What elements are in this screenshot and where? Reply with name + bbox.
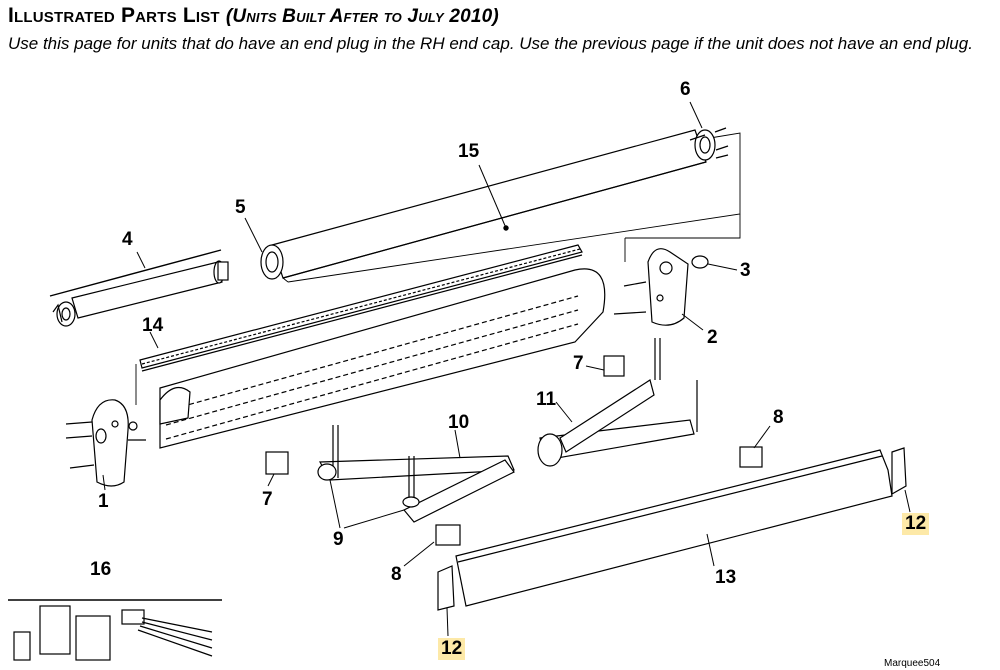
end-plug-part	[689, 127, 729, 161]
callout-15: 15	[458, 141, 480, 162]
callout-2: 2	[707, 327, 718, 348]
callout-3: 3	[740, 260, 751, 281]
callout-6: 6	[680, 79, 691, 100]
callout-12-left: 12	[438, 638, 466, 660]
callout-1: 1	[98, 491, 109, 512]
lh-end-cap-part	[65, 364, 146, 487]
page-description: Use this page for units that do have an …	[8, 34, 973, 53]
awning-rail-part	[139, 244, 583, 372]
page-title: Illustrated Parts List (Units Built Afte…	[8, 4, 499, 28]
bracket-part-lower	[265, 451, 289, 475]
callout-7-lower: 7	[262, 489, 273, 510]
roller-tube-part	[260, 129, 707, 280]
bracket-8-left	[435, 524, 461, 546]
callout-4: 4	[122, 229, 133, 250]
callout-7-upper: 7	[573, 353, 584, 374]
awning-case-part	[159, 268, 606, 449]
callout-8-right: 8	[773, 407, 784, 428]
rh-end-cap-part	[613, 214, 741, 326]
bracket-8-right	[739, 446, 763, 468]
callout-14: 14	[142, 315, 164, 336]
bracket-part-upper	[603, 355, 625, 377]
lead-rail-cap-right	[891, 447, 907, 496]
arm-assembly-right-part	[537, 338, 698, 467]
callout-13: 13	[715, 567, 737, 588]
figure-code: Marquee504	[884, 658, 941, 669]
arm-assembly-left-part	[317, 425, 515, 523]
callout-5: 5	[235, 197, 246, 218]
callout-8-left: 8	[391, 564, 402, 585]
callout-11: 11	[536, 389, 557, 410]
title-subtitle: (Units Built After to July 2010)	[225, 6, 499, 27]
callout-12-right: 12	[902, 513, 930, 535]
torsion-assembly-part	[49, 249, 229, 327]
callout-16: 16	[90, 559, 112, 580]
callout-9: 9	[333, 529, 344, 550]
wiring-harness-part	[8, 599, 222, 661]
end-plug-disk-part	[691, 255, 709, 269]
awning-fabric-part	[287, 132, 741, 283]
callout-10: 10	[448, 412, 470, 433]
lead-rail-cap-left	[437, 565, 455, 611]
lead-rail-part	[455, 449, 893, 607]
title-main: Illustrated Parts List	[8, 4, 220, 27]
